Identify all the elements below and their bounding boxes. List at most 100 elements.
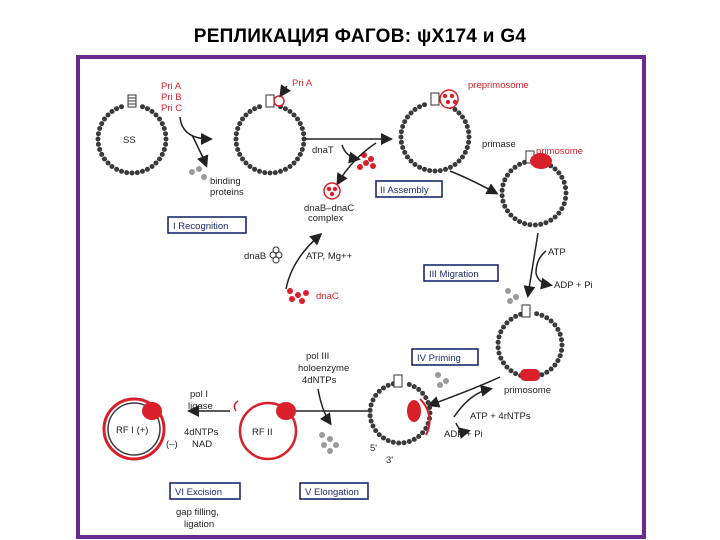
dna-bead (267, 170, 273, 176)
dna-bead (301, 136, 307, 142)
dna-bead (552, 166, 558, 172)
dna-bead (466, 129, 472, 135)
dna-bead (500, 182, 506, 188)
arrow-1-2 (179, 116, 213, 145)
dna-bead (508, 368, 514, 374)
adp-pi-label-2: ADP + Pi (444, 429, 483, 440)
dna-bead (243, 160, 249, 166)
dna-bead (278, 168, 283, 174)
dna-bead (548, 217, 554, 223)
dna-bead (500, 198, 506, 204)
dna-bead (114, 166, 120, 172)
dna-bead (368, 402, 374, 408)
dna-bead (235, 126, 241, 131)
dna-bead (400, 124, 406, 129)
dna-bead (563, 190, 569, 196)
diagram-frame: SS Pri A Pri B Pri C binding proteins I … (76, 55, 646, 539)
replication-diagram: SS Pri A Pri B Pri C binding proteins I … (95, 78, 593, 530)
dna-bead (561, 201, 567, 207)
pri-a-label-2: Pri A (292, 78, 313, 89)
dntps-label-2: 4dNTPs (184, 427, 219, 438)
dna-bead (501, 324, 506, 330)
arrow-3-4 (449, 170, 499, 195)
dna-bead (498, 329, 504, 335)
dna-bead (282, 166, 288, 172)
dna-bead (109, 109, 115, 114)
dnab-dnac-label: dnaB–dnaC (304, 203, 354, 214)
dna-bead (427, 168, 433, 174)
dna-bead (252, 166, 258, 172)
dna-bead (557, 353, 563, 359)
dna-bead (527, 222, 533, 228)
dna-bead (381, 385, 386, 391)
dna-bead (149, 164, 155, 169)
dna-bead (408, 110, 414, 116)
dna-bead (129, 170, 135, 176)
dna-bead (405, 114, 410, 120)
slide-title: РЕПЛИКАЦИЯ ФАГОВ: ψX174 и G4 (193, 26, 527, 47)
dna-bead (134, 170, 140, 176)
dna-bead (159, 121, 165, 127)
dna-bead (105, 160, 111, 166)
dna-bead (99, 151, 105, 157)
dna-bead (109, 164, 115, 169)
dna-bead (163, 131, 169, 137)
dna-bead (563, 185, 568, 191)
circle-elongation (367, 374, 433, 446)
minus-label: (–) (166, 439, 178, 450)
dna-bead (496, 334, 502, 340)
dna-bead (373, 392, 379, 398)
dnab-icon (269, 246, 283, 264)
dna-bead (559, 337, 564, 343)
dna-bead (233, 131, 239, 137)
stage-excision-box (169, 482, 241, 500)
dna-bead (396, 440, 402, 446)
dna-bead (233, 136, 239, 142)
dna-bead (432, 168, 438, 174)
dna-bead (235, 147, 241, 152)
dna-bead (422, 102, 427, 108)
dna-bead (460, 154, 465, 160)
dna-bead (400, 145, 406, 150)
dna-bead (556, 170, 562, 176)
dna-bead (495, 339, 501, 345)
dna-bead (406, 439, 412, 444)
dna-bead (247, 109, 253, 114)
circle-rf-i: RF I (+) (102, 397, 166, 461)
dna-bead (508, 212, 514, 218)
dna-bead (376, 388, 382, 394)
dna-bead (370, 397, 376, 403)
three-prime-label: 3' (386, 455, 393, 466)
stage-excision: VI Excision (175, 487, 222, 498)
dna-bead (552, 362, 558, 368)
dna-bead (398, 134, 404, 140)
pol-i-label: pol I (190, 389, 208, 400)
arrow-migration (523, 232, 539, 298)
grey-dots-migration (505, 288, 519, 304)
dna-bead (402, 119, 408, 125)
dna-bead (456, 110, 462, 116)
circle-priming (495, 304, 565, 381)
stage-assembly-box (375, 180, 443, 198)
ligase-label: ligase (188, 401, 213, 412)
dna-bead (297, 121, 303, 127)
dna-bead (102, 116, 107, 122)
dna-bead (555, 326, 561, 332)
dna-bead (301, 141, 307, 147)
dna-bead (552, 214, 558, 220)
dna-bead (149, 109, 155, 114)
dna-bead (464, 124, 470, 129)
dna-bead (462, 119, 468, 125)
dnat-label: dnaT (312, 145, 334, 156)
dna-bead (423, 425, 429, 431)
complex-label: complex (308, 213, 344, 224)
dna-bead (401, 440, 407, 446)
rf-ii-label: RF II (252, 427, 273, 438)
primase-label: primase (482, 139, 516, 150)
pri-a-label: Pri A (161, 81, 182, 92)
dna-bead (99, 121, 105, 127)
dna-bead (240, 156, 245, 162)
atp-mg-label: ATP, Mg++ (306, 251, 353, 262)
dna-bead (95, 141, 101, 147)
dna-bead (297, 151, 303, 157)
